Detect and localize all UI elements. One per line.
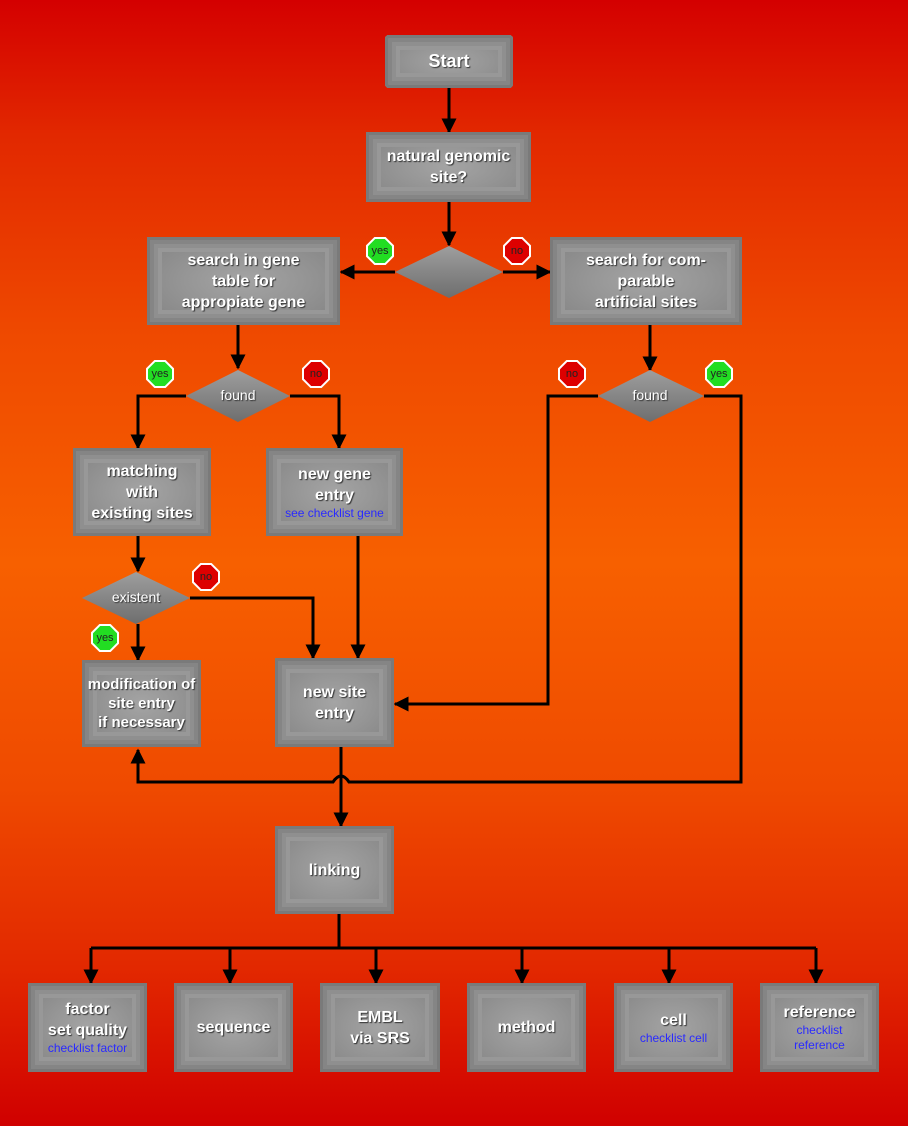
search-art-line3: artificial sites xyxy=(594,293,698,311)
yes-badge-text: yes xyxy=(368,239,392,263)
checklist-gene-link[interactable]: see checklist gene xyxy=(285,505,384,520)
checklist-reference-link-2[interactable]: reference xyxy=(794,1038,845,1052)
reference-label: reference xyxy=(783,1004,856,1021)
factor-set-quality-node[interactable]: factor set quality checklist factor xyxy=(28,983,147,1072)
no-badge-natural: no xyxy=(503,237,531,265)
found-artificial-label: found xyxy=(632,387,668,403)
search-gene-line3: appropiate gene xyxy=(181,293,306,311)
method-node[interactable]: method xyxy=(467,983,586,1072)
matching-line1: matching xyxy=(106,462,178,480)
sequence-node[interactable]: sequence xyxy=(174,983,293,1072)
new-site-line1: new site xyxy=(302,683,367,701)
matching-existing-sites-node[interactable]: matching with existing sites xyxy=(73,448,211,536)
cell-label: cell xyxy=(660,1011,687,1029)
matching-line2: with xyxy=(126,483,158,501)
checklist-cell-link[interactable]: checklist cell xyxy=(639,1030,708,1045)
new-gene-entry-node[interactable]: new gene entry see checklist gene xyxy=(266,448,403,536)
decision-natural-site xyxy=(395,246,503,298)
natural-genomic-site-node[interactable]: natural genomic site? xyxy=(366,132,531,202)
natural-line2: site? xyxy=(429,169,468,186)
found-gene-label: found xyxy=(220,387,256,403)
decision-found-gene xyxy=(186,370,290,422)
sequence-label: sequence xyxy=(196,1019,271,1036)
modification-line3: if necessary xyxy=(98,714,185,731)
edge-found2-merge xyxy=(130,394,743,784)
embl-line2: via SRS xyxy=(350,1029,410,1047)
modification-line2: site entry xyxy=(108,695,175,712)
search-gene-line1: search in gene xyxy=(187,251,300,269)
yes-badge-found-artificial: yes xyxy=(705,360,733,388)
yes-badge-found-gene: yes xyxy=(146,360,174,388)
decision-existent xyxy=(82,572,190,624)
checklist-factor-link[interactable]: checklist factor xyxy=(47,1041,128,1055)
no-badge-found-gene: no xyxy=(302,360,330,388)
no-badge-text: no xyxy=(194,565,218,589)
edge-found2-newsite xyxy=(393,394,598,712)
linking-label: linking xyxy=(308,861,361,879)
start-label: Start xyxy=(428,51,470,71)
no-badge-found-artificial: no xyxy=(558,360,586,388)
yes-badge-text: yes xyxy=(707,362,731,386)
yes-badge-text: yes xyxy=(93,626,117,650)
search-art-line2: parable xyxy=(617,272,675,290)
edge-existent-newsite xyxy=(190,596,321,660)
yes-badge-text: yes xyxy=(148,362,172,386)
checklist-reference-link-1[interactable]: checklist xyxy=(796,1023,843,1037)
new-site-entry-node[interactable]: new site entry xyxy=(275,658,394,747)
no-badge-existent: no xyxy=(192,563,220,591)
no-badge-text: no xyxy=(560,362,584,386)
new-gene-line2: entry xyxy=(314,486,355,504)
edge-found1-newgene xyxy=(290,394,347,450)
existent-label: existent xyxy=(111,589,161,605)
method-label: method xyxy=(497,1019,556,1036)
new-gene-line1: new gene xyxy=(298,465,371,483)
embl-line1: EMBL xyxy=(357,1008,403,1026)
yes-badge-existent: yes xyxy=(91,624,119,652)
modification-line1: modification of xyxy=(87,676,196,693)
embl-via-srs-node[interactable]: EMBL via SRS xyxy=(320,983,440,1072)
search-art-line1: search for com- xyxy=(585,251,707,269)
edge-found1-matching xyxy=(130,394,186,450)
new-site-line2: entry xyxy=(314,704,355,722)
factor-line1: factor xyxy=(65,1001,110,1018)
start-node[interactable]: Start xyxy=(385,35,513,88)
search-gene-table-node[interactable]: search in gene table for appropiate gene xyxy=(147,237,340,325)
matching-line3: existing sites xyxy=(91,504,193,522)
linking-node[interactable]: linking xyxy=(275,826,394,914)
yes-badge-natural: yes xyxy=(366,237,394,265)
modification-site-entry-node[interactable]: modification of site entry if necessary xyxy=(82,660,201,747)
factor-line2: set quality xyxy=(47,1022,128,1039)
search-artificial-sites-node[interactable]: search for com- parable artificial sites xyxy=(550,237,742,325)
reference-node[interactable]: reference checklist reference xyxy=(760,983,879,1072)
no-badge-text: no xyxy=(304,362,328,386)
cell-node[interactable]: cell checklist cell xyxy=(614,983,733,1072)
search-gene-line2: table for xyxy=(211,272,276,290)
natural-line1: natural genomic xyxy=(386,148,511,165)
decision-found-artificial xyxy=(598,370,704,422)
no-badge-text: no xyxy=(505,239,529,263)
edge-linking-bus xyxy=(91,914,816,950)
